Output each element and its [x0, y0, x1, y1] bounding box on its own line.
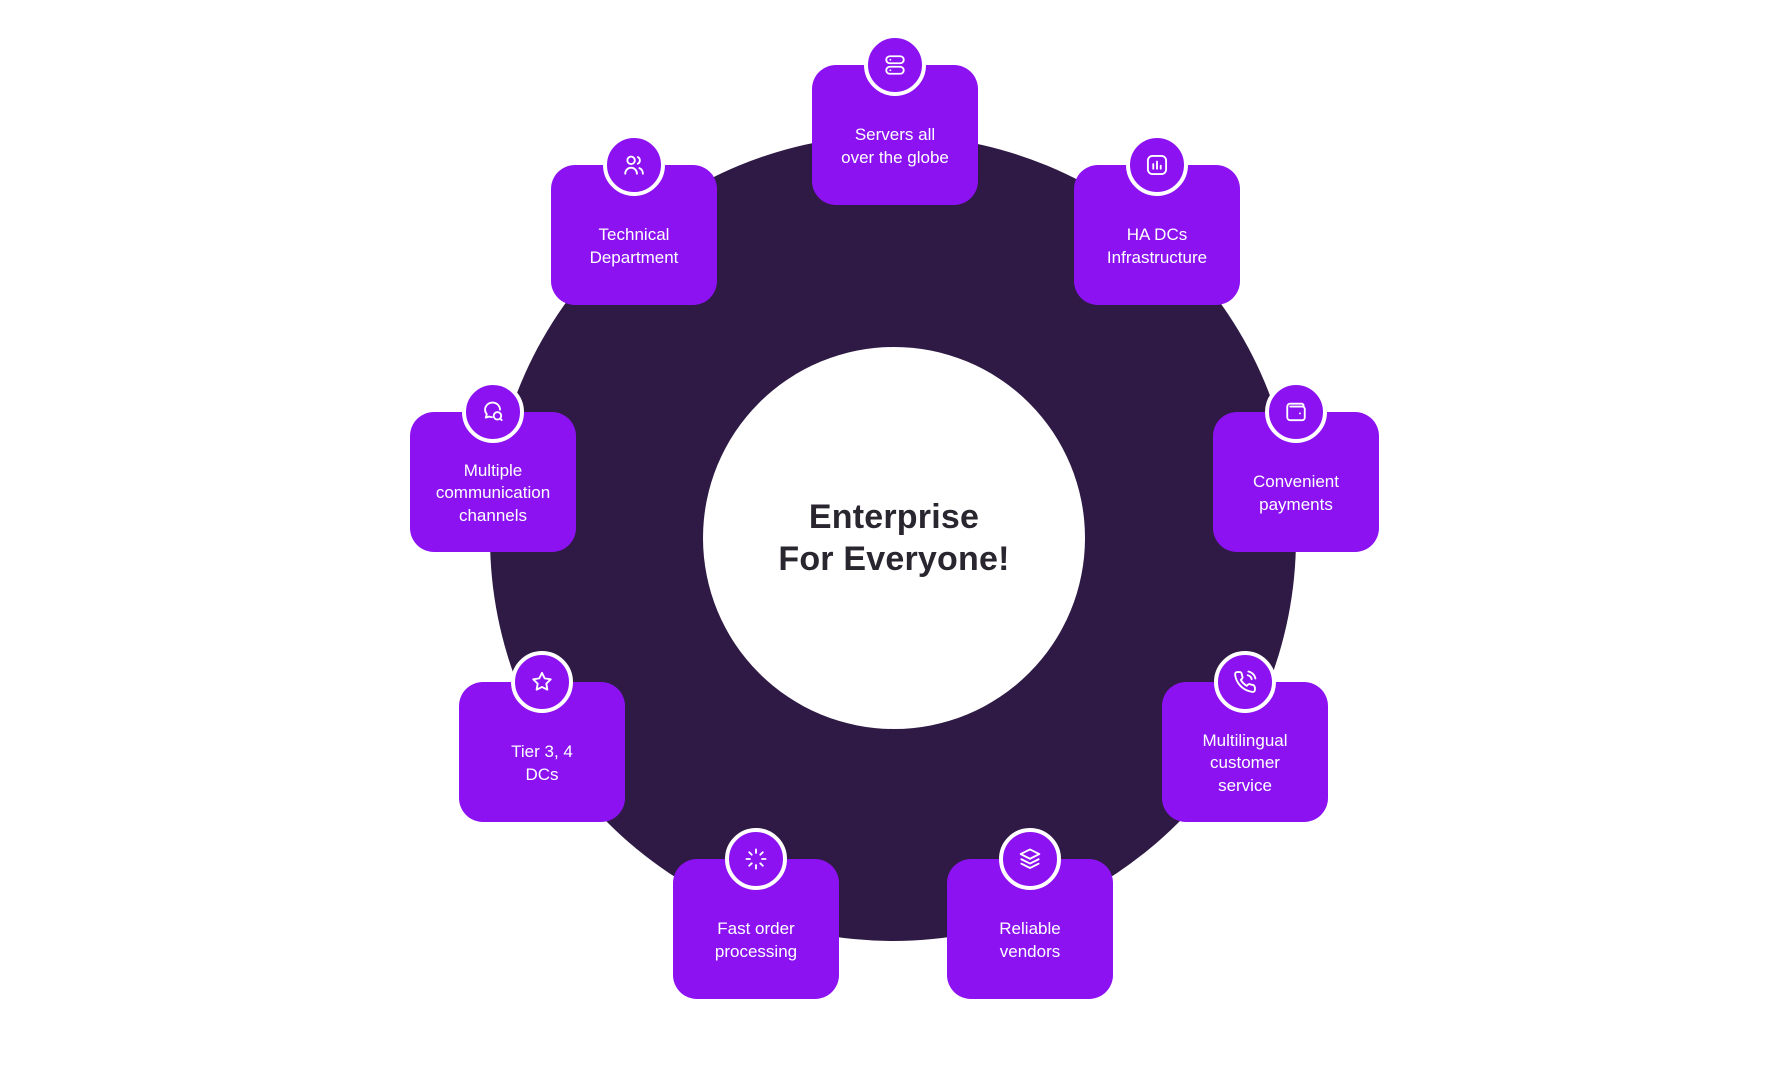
card-label: HA DCs Infrastructure	[1106, 225, 1208, 267]
card-fast-order-processing: Fast order processing	[673, 828, 839, 999]
card-convenient-payments: Convenient payments	[1213, 381, 1379, 552]
card-tier-3-4-dcs: Tier 3, 4 DCs	[459, 651, 625, 822]
layers-icon	[999, 828, 1061, 890]
bar-chart-box-icon	[1126, 134, 1188, 196]
card-multilingual-customer-service: Multilingual customer service	[1162, 651, 1328, 822]
server-racks-icon	[864, 34, 926, 96]
card-technical-department: Technical Department	[551, 134, 717, 305]
card-label: Tier 3, 4 DCs	[511, 742, 573, 784]
card-label: Servers all over the globe	[841, 125, 949, 167]
spinner-icon	[725, 828, 787, 890]
card-label: Reliable vendors	[999, 919, 1061, 961]
card-label: Convenient payments	[1252, 472, 1339, 514]
card-reliable-vendors: Reliable vendors	[947, 828, 1113, 999]
phone-call-icon	[1214, 651, 1276, 713]
card-label: Multilingual customer service	[1202, 731, 1288, 795]
card-label: Technical Department	[589, 225, 679, 267]
card-servers-all-over-globe: Servers all over the globe	[812, 34, 978, 205]
wallet-icon	[1265, 381, 1327, 443]
card-label: Fast order processing	[714, 919, 798, 961]
team-users-icon	[603, 134, 665, 196]
card-label: Multiple communication channels	[435, 461, 551, 525]
chat-bubbles-icon	[462, 381, 524, 443]
card-ha-dcs-infrastructure: HA DCs Infrastructure	[1074, 134, 1240, 305]
card-multiple-communication-channels: Multiple communication channels	[410, 381, 576, 552]
diagram-title: Enterprise For Everyone!	[778, 497, 1010, 579]
star-icon	[511, 651, 573, 713]
center-circle: Enterprise For Everyone!	[703, 347, 1085, 729]
